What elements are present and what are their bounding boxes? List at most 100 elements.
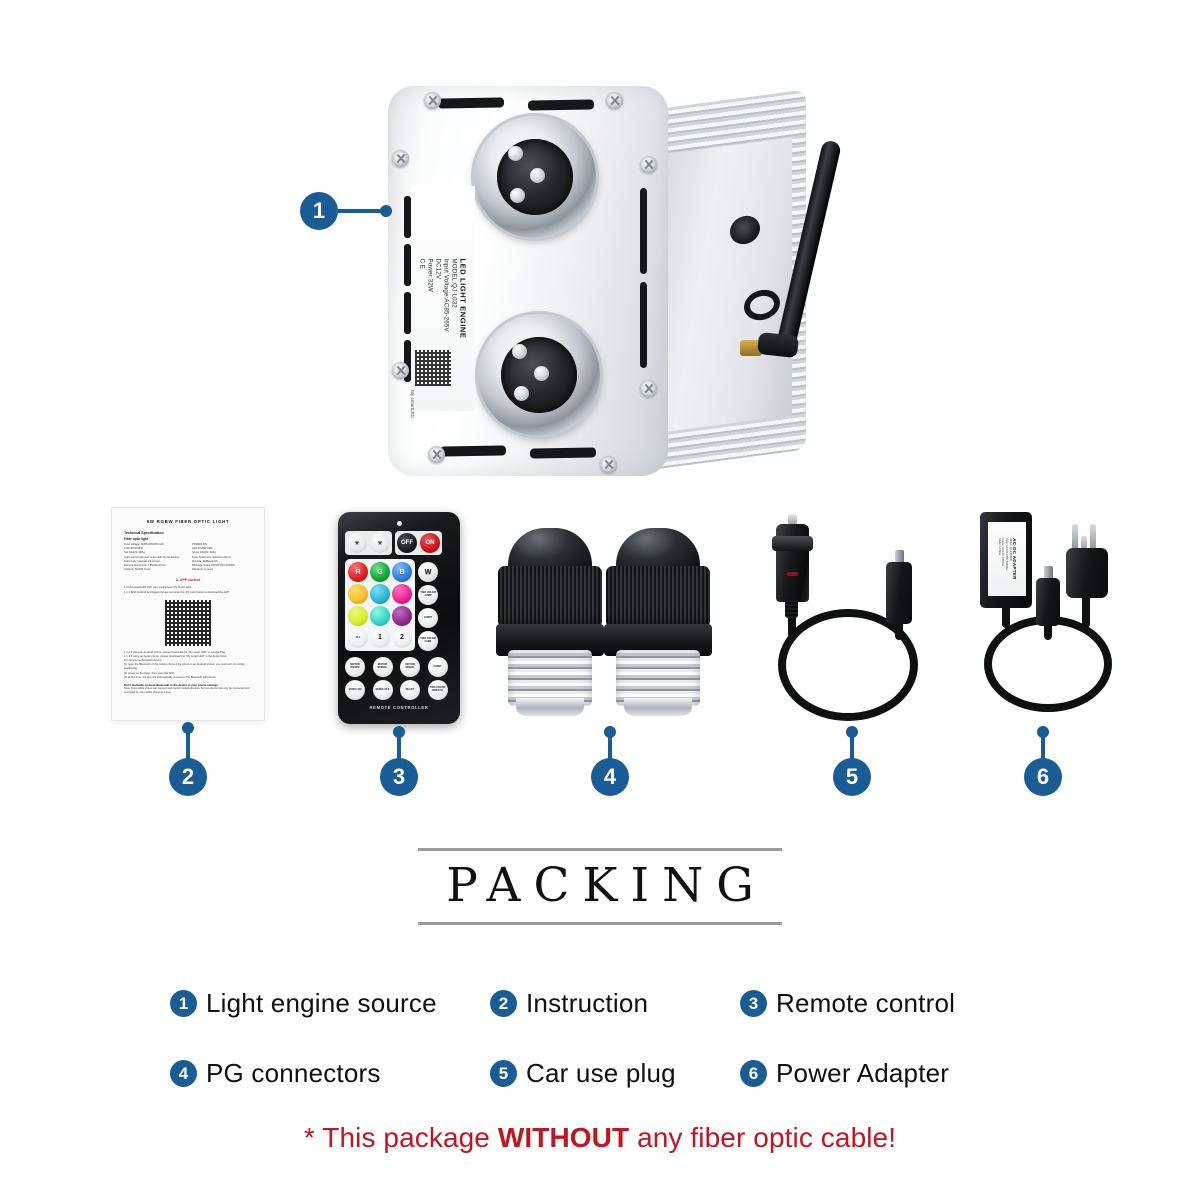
instruction-sheet-image: 6W RGBW FIBER OPTIC LIGHT Technical Spec…: [112, 508, 264, 720]
remote-button-zone-2[interactable]: 2: [392, 628, 412, 648]
remote-button-music-off[interactable]: MUSIC OFF: [372, 680, 393, 700]
antenna-connector: [740, 340, 762, 356]
legend-item-1: 1 Light engine source: [170, 988, 490, 1019]
pg-flange: [516, 698, 584, 716]
remote-function-row-1: MOTOR ON/OFF MOTOR SPEED+ MOTOR SPEED- F…: [345, 657, 453, 677]
dc-barrel-tip: [1044, 566, 1053, 581]
remote-color-turquoise[interactable]: [370, 606, 390, 626]
remote-button-all[interactable]: ALL: [348, 628, 368, 648]
screw: [600, 456, 617, 473]
callout-line-6: [1041, 732, 1045, 760]
title-rule-bottom: [418, 922, 782, 925]
remote-color-white[interactable]: W: [418, 562, 438, 582]
screw: [392, 362, 409, 379]
package-note: * This package WITHOUT any fiber optic c…: [0, 1122, 1200, 1154]
remote-button-two-color-breath[interactable]: TWO COLOR BREATH: [427, 680, 448, 700]
remote-color-magenta[interactable]: [392, 584, 412, 604]
app-step-0: 1.1 Download APP with your smartphone My…: [124, 586, 192, 590]
spec-left-3: Light source:Member ones LED 16 set fixt…: [124, 555, 180, 559]
vent-slot: [527, 99, 595, 111]
engine-label-power: Power:32W: [426, 258, 434, 292]
engine-label-title: LED LIGHT ENGINE: [458, 258, 468, 339]
packing-title-block: PACKING: [418, 848, 782, 925]
spec-left-4: Light body material: Aluminum: [124, 559, 160, 563]
vent-slot: [640, 188, 647, 274]
remote-button-motor-speed-up[interactable]: MOTOR SPEED+: [372, 657, 393, 677]
remote-button-off[interactable]: OFF: [397, 533, 417, 553]
remote-button-two-color-jump[interactable]: TWO COLOR JUMP: [418, 585, 438, 605]
spec-left-6: Lifetime: 50,000 hours: [124, 568, 151, 572]
antenna-base: [756, 331, 800, 359]
spec-left-5: Remote Dimension: L85x60x27mm: [124, 563, 166, 567]
remote-button-music-on[interactable]: MUSIC ON: [345, 680, 365, 700]
screw: [392, 150, 409, 167]
callout-badge-5: 5: [833, 758, 871, 796]
ac-plug-prongs: [1070, 524, 1104, 556]
title-rule-top: [418, 848, 782, 851]
remote-button-brightness-up[interactable]: ☀: [347, 533, 367, 553]
remote-button-two-color-fade[interactable]: TWO COLOR FADE: [418, 631, 438, 651]
remote-color-red[interactable]: R: [348, 562, 368, 582]
pg-connector-image: [496, 528, 604, 718]
screw: [424, 92, 441, 109]
remote-button-fade7[interactable]: FADE7: [427, 657, 448, 677]
callout-line-1: [338, 209, 386, 213]
legend-item-6: 6 Power Adapter: [740, 1058, 1030, 1089]
vent-slot: [437, 97, 505, 109]
pg-threaded-body: [616, 650, 700, 706]
legend-row-2: 4 PG connectors 5 Car use plug 6 Power A…: [0, 1038, 1200, 1108]
page-title: PACKING: [446, 858, 767, 913]
spec-left-0: Input voltage: AC85-265V/DC12V: [124, 543, 165, 546]
remote-color-orange[interactable]: [348, 584, 368, 604]
adapter-label: AC-DC ADAPTER Model: QJ-1202000 Input: A…: [988, 522, 1026, 596]
remote-color-green[interactable]: G: [370, 562, 390, 582]
callout-line-3: [397, 732, 401, 760]
cable-coil: [778, 609, 918, 721]
legend-item-4: 4 PG connectors: [170, 1058, 490, 1089]
legend-label-4: PG connectors: [206, 1057, 381, 1088]
vent-slot: [404, 340, 411, 382]
callout-line-4: [608, 732, 612, 760]
plug-contact-ring: [772, 536, 813, 551]
callout-badge-1: 1: [300, 192, 338, 230]
remote-color-yellow-green[interactable]: [348, 606, 368, 626]
remote-button-motor-speed-down[interactable]: MOTOR SPEED-: [400, 657, 420, 677]
legend-item-5: 5 Car use plug: [490, 1058, 740, 1089]
remote-button-zone-1[interactable]: 1: [370, 628, 390, 648]
legend-item-3: 3 Remote control: [740, 988, 1030, 1019]
ir-led-icon: [396, 521, 402, 526]
dc-barrel-tip: [895, 550, 904, 566]
pg-knurled-nut: [498, 566, 602, 628]
spec-left-1: COLOR:RGBW: [124, 547, 143, 551]
remote-button-brightness-down[interactable]: ☀: [370, 533, 390, 553]
cable-lead: [1082, 594, 1090, 628]
note-bold: WITHOUT: [497, 1122, 630, 1153]
legend-badge-3: 3: [740, 989, 767, 1017]
vent-slot: [439, 445, 507, 457]
pg-connector-image: [604, 528, 712, 718]
app-step-7: (3) at this time, the app will automatic…: [124, 675, 216, 679]
remote-button-jump7[interactable]: JUMP7: [418, 608, 438, 628]
cable-lead: [1044, 620, 1052, 640]
legend-label-5: Car use plug: [526, 1057, 676, 1088]
legend-item-2: 2 Instruction: [490, 988, 740, 1019]
power-adapter-image: AC-DC ADAPTER Model: QJ-1202000 Input: A…: [958, 508, 1124, 726]
remote-color-blue[interactable]: B: [392, 562, 412, 582]
remote-button-motor-onoff[interactable]: MOTOR ON/OFF: [345, 657, 365, 677]
remote-button-on[interactable]: ON: [420, 533, 440, 553]
qr-caption: My smartLED: [410, 390, 415, 418]
remote-color-purple[interactable]: [392, 606, 412, 626]
engine-label-voltage: Input Voltage:AC85-265V: [442, 258, 450, 332]
spec-right-1: LED:RGBW LED: [192, 547, 213, 551]
spec-left-2: Net Weight: 284g: [124, 551, 145, 555]
vent-slot: [404, 292, 411, 334]
screw: [640, 380, 657, 397]
qr-code-icon: [415, 350, 451, 386]
app-heading-rest: control: [188, 578, 200, 583]
app-step-6: (2) power on the lamp, then open the APP: [124, 671, 175, 675]
remote-color-cyan[interactable]: [370, 584, 390, 604]
app-step-1: 1.1.1 Both Android and Apple phones can …: [124, 590, 230, 594]
app-heading-num: 1.: [176, 578, 179, 583]
remote-button-ready[interactable]: READY: [400, 680, 420, 700]
